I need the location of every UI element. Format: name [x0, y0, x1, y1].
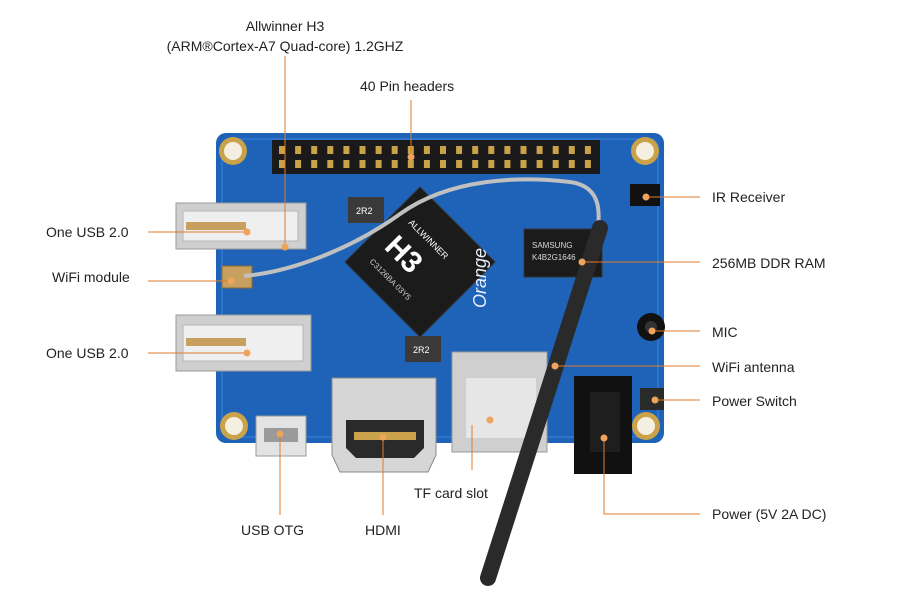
header-pin — [440, 146, 446, 154]
usb-top-label: One USB 2.0 — [46, 224, 129, 240]
header-pin — [488, 146, 495, 154]
header-pin — [375, 146, 382, 154]
usb-port-top — [175, 202, 307, 250]
header-pin — [279, 146, 285, 154]
header-pin — [343, 146, 350, 154]
header-pin — [584, 146, 591, 154]
header-pin — [488, 160, 495, 168]
wifi-antenna — [243, 177, 608, 586]
header-pin — [343, 160, 350, 168]
header-pin — [504, 160, 511, 168]
tf-card-label: TF card slot — [414, 485, 488, 501]
orange-logo-text: Orange — [470, 248, 490, 308]
header-pin — [584, 160, 591, 168]
header-pin — [472, 160, 479, 168]
mic-part — [637, 313, 665, 341]
ram-code-text: K4B2G1646 — [532, 253, 576, 262]
header-pin — [520, 160, 527, 168]
header-pin — [279, 160, 285, 168]
power-switch-label: Power Switch — [712, 393, 797, 409]
header-pin — [311, 146, 318, 154]
pin-header — [272, 140, 600, 174]
wifi-antenna-label: WiFi antenna — [712, 359, 795, 375]
header-pin — [552, 146, 559, 154]
cpu-label-line1: Allwinner H3 — [245, 18, 325, 34]
header-pin — [552, 160, 559, 168]
ram-brand-text: SAMSUNG — [532, 241, 572, 250]
header-pin — [423, 146, 430, 154]
header-pin — [295, 146, 302, 154]
header-pin — [327, 160, 334, 168]
header-pin — [568, 146, 575, 154]
usb-port-bottom — [175, 314, 312, 372]
leader-lines — [148, 56, 700, 515]
pin-headers-label: 40 Pin headers — [360, 78, 455, 94]
header-pin — [536, 160, 543, 168]
header-pin — [407, 160, 414, 168]
mounting-holes — [219, 137, 660, 440]
header-pin — [391, 160, 398, 168]
cpu-label-line2: (ARM®Cortex-A7 Quad-core) 1.2GHZ — [166, 38, 404, 54]
usb-bottom-label: One USB 2.0 — [46, 345, 129, 361]
svg-text:2R2: 2R2 — [413, 345, 430, 355]
header-pin — [568, 160, 575, 168]
header-pin — [327, 146, 334, 154]
regulators: 2R2 2R2 — [348, 197, 441, 362]
ddr-ram-label: 256MB DDR RAM — [712, 255, 826, 271]
hdmi-port — [331, 377, 437, 473]
mic-label: MIC — [712, 324, 738, 340]
header-pin — [311, 160, 318, 168]
header-pin — [456, 146, 463, 154]
power-jack — [574, 376, 632, 474]
marker-dots — [227, 153, 659, 442]
header-pin — [504, 146, 511, 154]
wifi-module-label: WiFi module — [52, 269, 130, 285]
header-pin — [295, 160, 302, 168]
header-pin — [359, 146, 366, 154]
usb-otg-label: USB OTG — [241, 522, 305, 538]
header-pin — [375, 160, 382, 168]
header-pin — [423, 160, 430, 168]
header-pin — [440, 160, 446, 168]
hdmi-label: HDMI — [365, 522, 401, 538]
header-pin — [472, 146, 479, 154]
header-pin — [456, 160, 463, 168]
header-pin — [536, 146, 543, 154]
header-pin — [520, 146, 527, 154]
svg-text:2R2: 2R2 — [356, 206, 373, 216]
ir-receiver-label: IR Receiver — [712, 189, 786, 205]
header-pin — [391, 146, 398, 154]
header-pin — [359, 160, 366, 168]
power-label: Power (5V 2A DC) — [712, 506, 827, 522]
